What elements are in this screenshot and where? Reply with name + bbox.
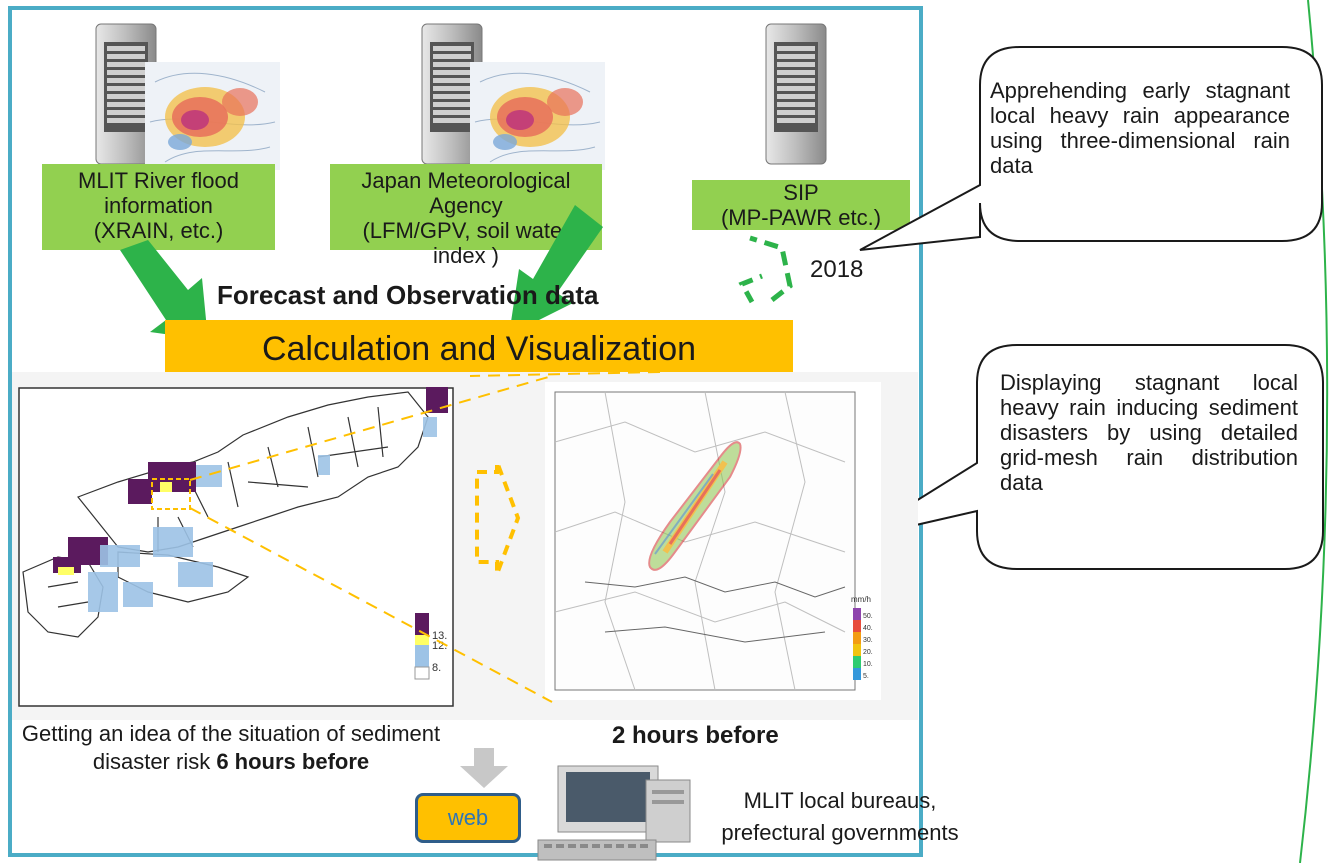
caption-six-hours-bold: 6 hours before xyxy=(216,749,370,774)
rain-map-thumbnail-mlit xyxy=(145,62,280,170)
source-sip-line-1: SIP xyxy=(783,180,819,205)
risk-cells-mid xyxy=(58,482,172,575)
server-icon-sip xyxy=(765,23,827,165)
right-legend-unit: mm/h xyxy=(851,595,871,604)
callout-bubble-middle xyxy=(854,344,1324,570)
right-legend-label-1: 50. xyxy=(863,613,873,620)
right-legend-label-5: 10. xyxy=(863,661,873,668)
left-legend-label-3: 8. xyxy=(432,662,441,674)
recipients-label: MLIT local bureaus, prefectural governme… xyxy=(685,785,995,849)
down-arrow-icon xyxy=(460,748,508,788)
risk-cells-low xyxy=(88,417,437,612)
right-rain-map: mm/h 50. 40. 30. 20. 10. 5. xyxy=(545,382,881,700)
callout-bubble-top xyxy=(859,46,1323,251)
callout-text-top: Apprehending early stagnant local heavy … xyxy=(990,78,1290,178)
computer-icon xyxy=(537,765,691,861)
right-legend-label-6: 5. xyxy=(863,673,869,680)
zoom-connector-lines xyxy=(189,375,553,703)
recipients-line-1: MLIT local bureaus, xyxy=(743,788,937,813)
green-arrow-left xyxy=(120,240,208,340)
left-legend-low xyxy=(415,645,429,667)
left-legend-mid xyxy=(415,635,429,645)
left-risk-map: 13. 12. 8. xyxy=(18,387,454,707)
right-legend-label-3: 30. xyxy=(863,637,873,644)
left-legend-label-1: 13. xyxy=(432,630,447,642)
source-box-mlit: MLIT River flood information (XRAIN, etc… xyxy=(42,164,275,250)
left-legend-high xyxy=(415,613,429,635)
right-legend-swatch-1 xyxy=(853,608,861,620)
source-jma-line-3: index ) xyxy=(432,243,500,268)
rain-map-thumbnail-jma xyxy=(470,62,605,170)
forecast-title: Forecast and Observation data xyxy=(217,280,599,310)
source-jma-line-1: Japan Meteorological Agency xyxy=(361,168,571,218)
source-mlit-line-2: information xyxy=(104,193,213,218)
green-arrow-right xyxy=(509,205,603,335)
caption-six-hours: Getting an idea of the situation of sedi… xyxy=(15,720,447,776)
right-legend-swatch-2 xyxy=(853,620,861,632)
main-frame xyxy=(8,6,923,857)
caption-two-hours: 2 hours before xyxy=(612,722,779,749)
recipients-line-2: prefectural governments xyxy=(721,820,959,845)
web-button[interactable]: web xyxy=(415,793,521,843)
right-legend-label-2: 40. xyxy=(863,625,873,632)
right-legend-swatch-5 xyxy=(853,656,861,668)
right-legend-swatch-4 xyxy=(853,644,861,656)
source-sip-line-2: (MP-PAWR etc.) xyxy=(720,205,882,230)
right-legend-swatch-6 xyxy=(853,668,861,680)
source-jma-line-2: (LFM/GPV, soil water xyxy=(362,218,570,243)
right-legend-swatch-3 xyxy=(853,632,861,644)
callout-text-middle: Displaying stagnant local heavy rain ind… xyxy=(1000,370,1298,495)
source-box-sip: SIP (MP-PAWR etc.) xyxy=(692,180,910,230)
source-mlit-line-3: (XRAIN, etc.) xyxy=(93,218,224,243)
calculation-bar: Calculation and Visualization xyxy=(165,320,793,378)
caption-six-hours-text: Getting an idea of the situation of sedi… xyxy=(21,721,441,774)
source-mlit-line-1: MLIT River flood xyxy=(78,168,239,193)
source-box-jma: Japan Meteorological Agency (LFM/GPV, so… xyxy=(330,164,602,268)
year-label: 2018 xyxy=(810,256,864,283)
dashed-loop-arrow-icon xyxy=(738,235,793,304)
right-legend-label-4: 20. xyxy=(863,649,873,656)
